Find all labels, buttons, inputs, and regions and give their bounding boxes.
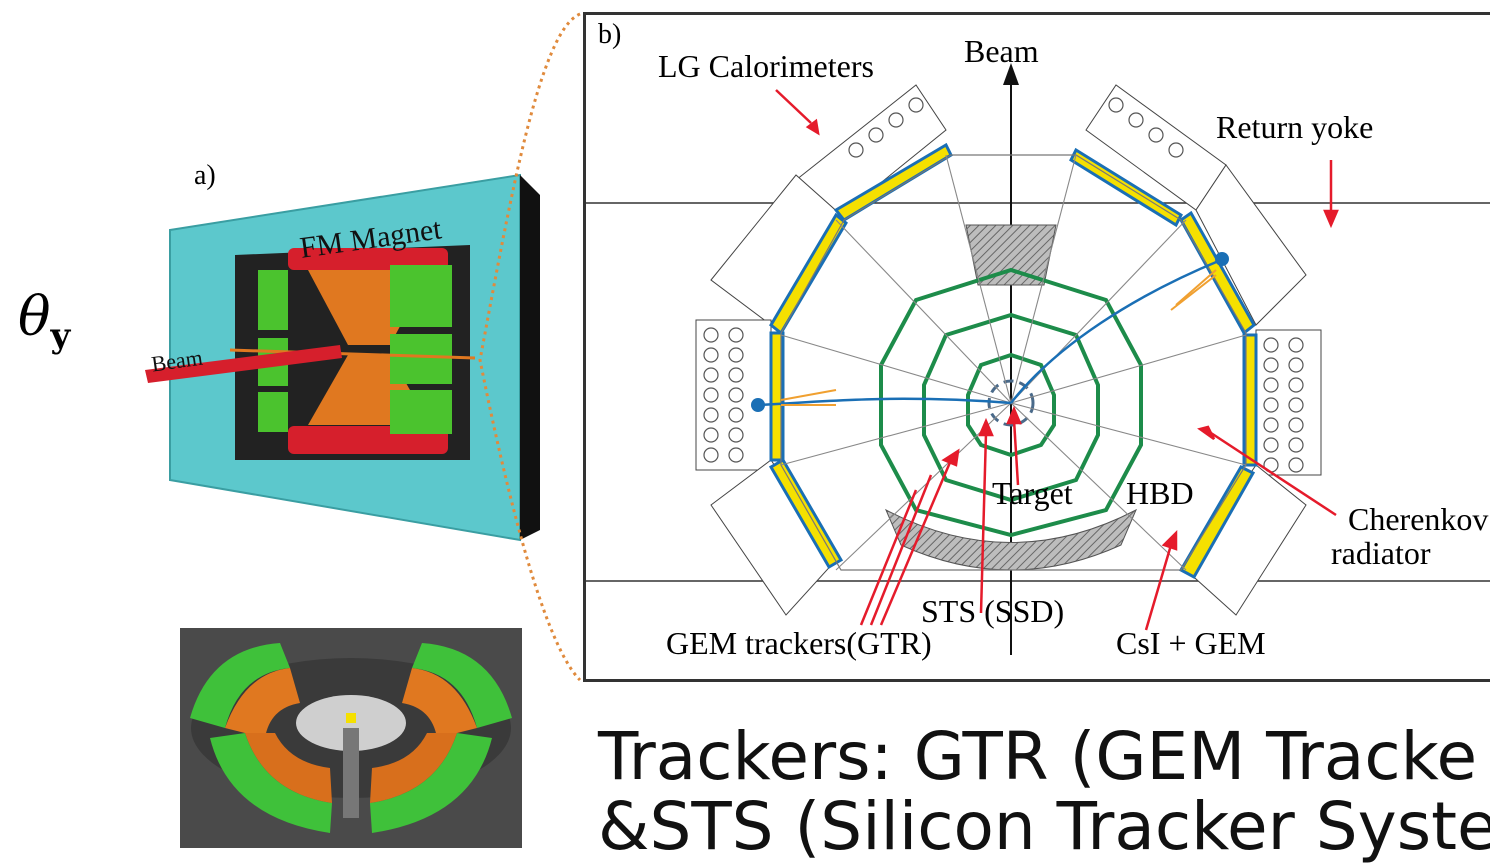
cal-module-right-1 xyxy=(1195,164,1307,326)
panel-b: b) Beam LG Calorimeters Return yoke Targ… xyxy=(583,12,1490,682)
gem-tracker-outer xyxy=(879,267,1143,538)
render-illustration xyxy=(190,643,512,833)
right-calorimeters xyxy=(1085,84,1322,616)
radiator-right-lower xyxy=(1178,465,1256,580)
theta-y-symbol: θy xyxy=(18,290,70,353)
radiator-right xyxy=(1242,333,1258,467)
yoke-bottom-segment xyxy=(884,508,1138,571)
render-beampipe xyxy=(343,728,359,818)
radiator-label: radiator xyxy=(1331,535,1431,571)
render-pole-bottom-right xyxy=(370,733,457,803)
render-cal-left xyxy=(190,643,290,728)
hit-left xyxy=(751,398,765,412)
sts-ring xyxy=(987,379,1035,427)
gem-tracker-middle xyxy=(922,312,1100,503)
hbd-label: HBD xyxy=(1126,475,1194,511)
annotation-arrows xyxy=(775,89,1339,631)
track-left xyxy=(760,397,1012,407)
beam-arrow xyxy=(1003,63,1019,85)
lg-calorimeters-label: LG Calorimeters xyxy=(658,48,874,84)
fm-magnet-illustration: FM Magnet Beam xyxy=(145,173,540,542)
caption-line-2: &STS (Silicon Tracker Syste xyxy=(598,787,1490,865)
cherenkov-radiators xyxy=(768,142,1258,580)
beam-pipe xyxy=(145,345,342,383)
calorimeter-cells xyxy=(703,97,1304,473)
cal-block xyxy=(390,390,452,434)
magnet-yoke-side xyxy=(520,175,540,540)
yoke-top-segment xyxy=(965,224,1057,286)
sts-label: STS (SSD) xyxy=(921,593,1065,629)
panel-b-label: b) xyxy=(598,19,622,50)
caption-line-1: Trackers: GTR (GEM Tracke xyxy=(598,718,1478,795)
render-cal-bottom-right xyxy=(370,733,492,833)
panel-a-label: a) xyxy=(194,160,216,191)
render-target xyxy=(346,713,356,723)
radiator-left-upper xyxy=(769,212,848,336)
target-label: Target xyxy=(992,475,1073,511)
hit-right xyxy=(1215,252,1229,266)
render-cal-right xyxy=(412,643,512,728)
cal-block xyxy=(258,392,288,432)
gem-trackers-label: GEM trackers(GTR) xyxy=(666,625,932,661)
cal-block xyxy=(390,334,452,384)
cal-module-left-2 xyxy=(695,319,772,471)
return-yoke-label: Return yoke xyxy=(1216,109,1374,145)
theta-subscript: y xyxy=(50,315,71,356)
radiator-right-upper xyxy=(1179,210,1256,336)
left-calorimeters xyxy=(695,84,947,616)
upper-coil xyxy=(288,248,448,270)
detector-3d-render xyxy=(180,628,522,848)
detector-cross-section xyxy=(586,63,1490,655)
render-pole-left xyxy=(225,668,300,738)
csi-gem-label: CsI + GEM xyxy=(1116,625,1266,661)
zoom-guide xyxy=(478,12,582,682)
bottom-caption: Trackers: GTR (GEM Tracke &STS (Silicon … xyxy=(598,722,1490,862)
cal-module-right-2 xyxy=(1255,329,1322,476)
beam-line xyxy=(229,348,476,360)
theta-symbol: θ xyxy=(18,285,51,348)
zoom-curve xyxy=(478,12,582,682)
render-cal-bottom-left xyxy=(210,733,332,833)
cherenkov-light xyxy=(780,269,1217,406)
cal-block xyxy=(258,270,288,330)
render-pole-right xyxy=(402,668,477,738)
cal-module-top-right xyxy=(1085,84,1227,211)
beam-label-b: Beam xyxy=(964,33,1039,69)
cal-block xyxy=(390,265,452,327)
cherenkov-label: Cherenkov xyxy=(1348,501,1489,537)
render-pole-bottom-left xyxy=(245,733,332,803)
track-right xyxy=(1010,258,1222,404)
